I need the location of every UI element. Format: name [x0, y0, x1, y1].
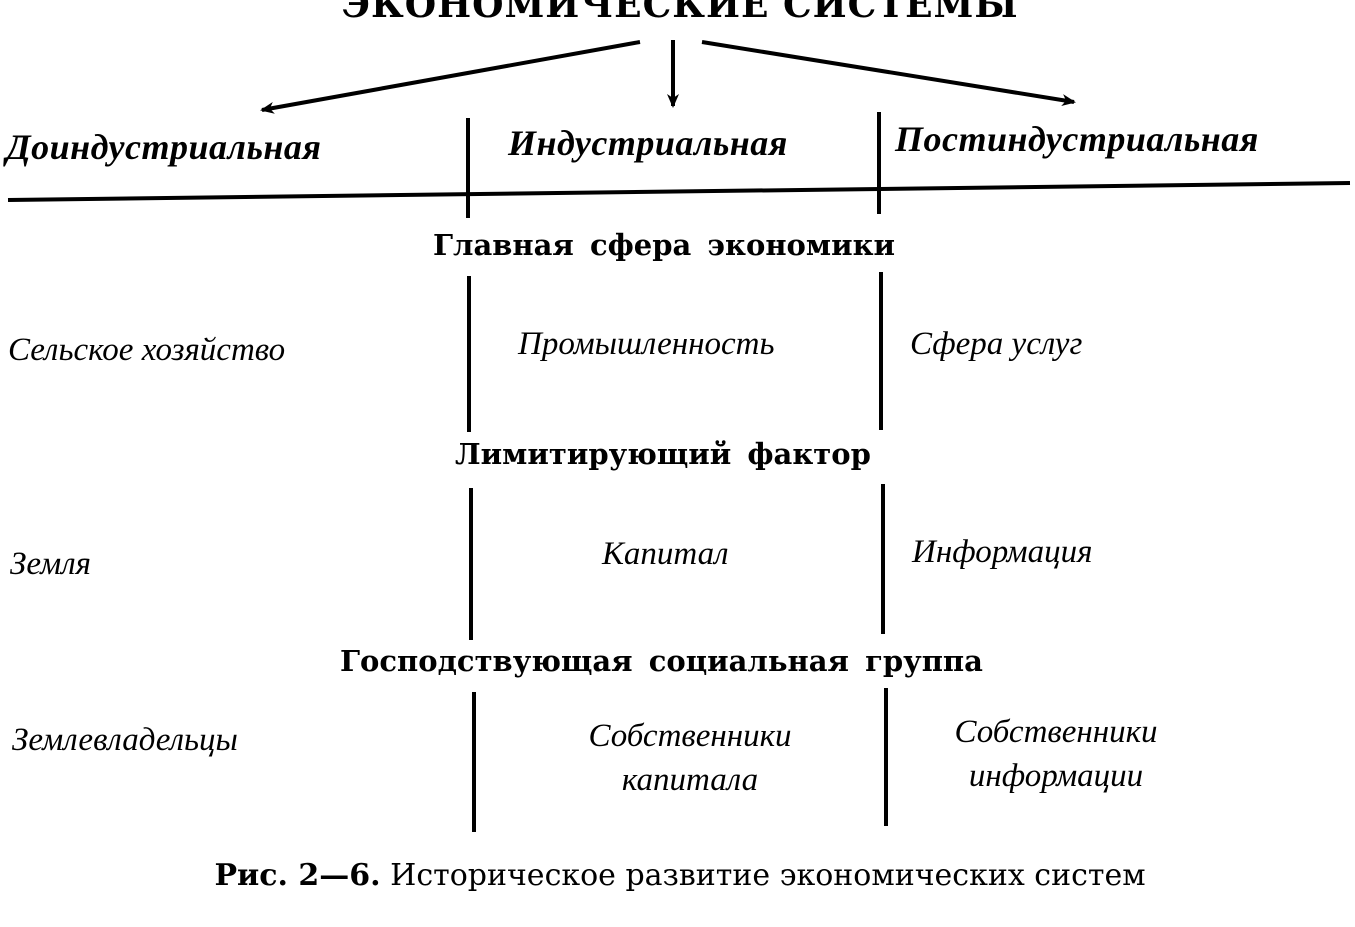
cell-postindustrial-factor: Информация — [912, 534, 1093, 570]
cell-postindustrial-sphere: Сфера услуг — [910, 326, 1083, 362]
diagram-title: ЭКОНОМИЧЕСКИЕ СИСТЕМЫ — [341, 0, 1019, 26]
section-heading-dominant-group: Господствующая социальная группа — [340, 644, 983, 678]
header-underline — [7, 181, 1351, 202]
arrow-right — [701, 40, 1076, 107]
column-header-postindustrial: Постиндустриальная — [895, 119, 1259, 159]
cell-industrial-sphere: Промышленность — [518, 326, 775, 362]
column-header-preindustrial: Доиндустриальная — [6, 127, 322, 167]
cell-preindustrial-sphere: Сельское хозяйство — [8, 332, 286, 368]
cell-preindustrial-group: Землевладельцы — [12, 722, 238, 758]
cell-preindustrial-factor: Земля — [10, 546, 91, 582]
caption-label: Рис. 2—6. — [214, 858, 381, 893]
figure-caption: Рис. 2—6. Историческое развитие экономич… — [160, 858, 1200, 893]
cell-postindustrial-group: Собственники информации — [954, 714, 1158, 794]
section-heading-main-sphere: Главная сфера экономики — [433, 228, 896, 262]
caption-text: Историческое развитие экономических сист… — [390, 858, 1146, 893]
arrow-left — [260, 40, 641, 114]
cell-industrial-group: Собственники капитала — [588, 718, 792, 798]
cell-industrial-factor: Капитал — [602, 536, 729, 572]
section-heading-limiting-factor: Лимитирующий фактор — [455, 437, 871, 471]
column-header-industrial: Индустриальная — [508, 123, 788, 163]
